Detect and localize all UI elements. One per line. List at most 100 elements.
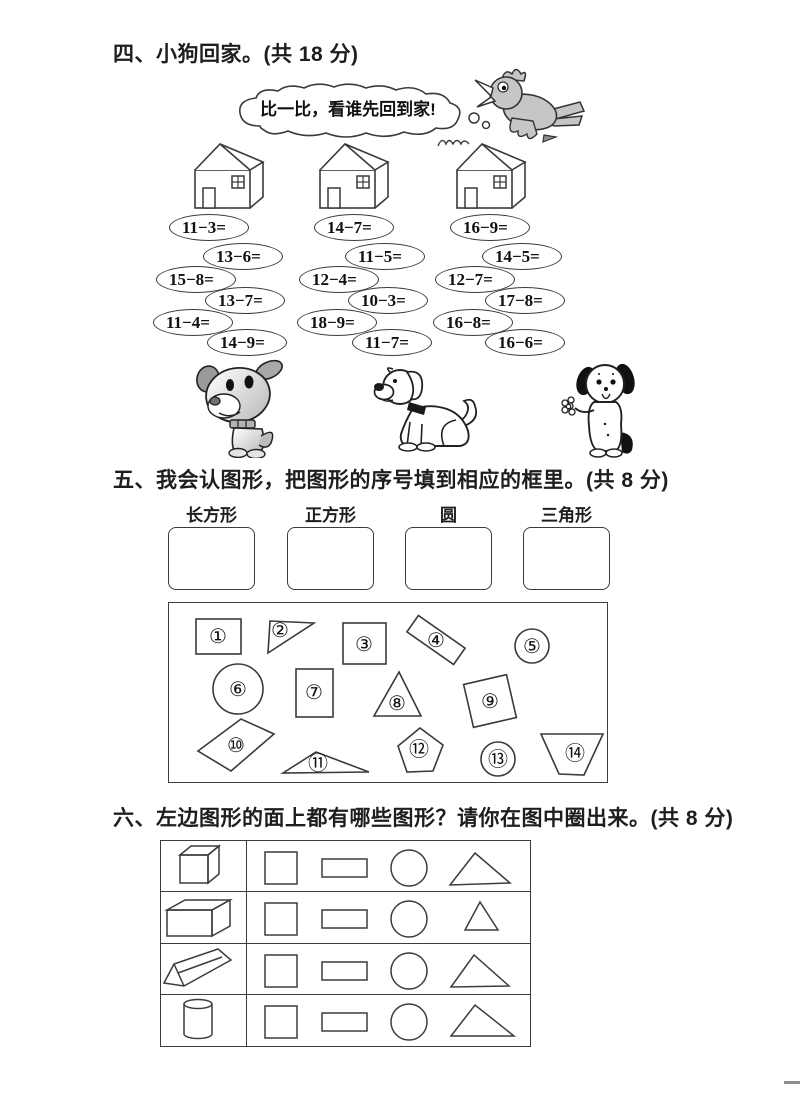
speech-bubble: 比一比，看谁先回到家! bbox=[226, 82, 496, 142]
flower-icon bbox=[561, 396, 576, 416]
option-square bbox=[263, 902, 298, 937]
page-edge-mark bbox=[784, 1081, 800, 1084]
shape-collection-drawing bbox=[195, 614, 605, 777]
cuboid-icon bbox=[163, 899, 233, 938]
house-icon bbox=[194, 143, 265, 209]
shape-number: ⑦ bbox=[305, 680, 323, 704]
equation-oval: 11−5= bbox=[345, 243, 425, 270]
option-triangle bbox=[463, 900, 499, 932]
house-icon bbox=[319, 143, 390, 209]
table-cell-options bbox=[247, 892, 530, 944]
cube-icon bbox=[177, 844, 221, 885]
answer-box-circle bbox=[405, 527, 492, 590]
answer-box-triangle bbox=[523, 527, 610, 590]
shape-number: ⑪ bbox=[308, 751, 328, 775]
table-cell-options bbox=[247, 841, 530, 893]
shape-number: ⑧ bbox=[388, 691, 406, 715]
option-square bbox=[263, 1005, 298, 1040]
option-rectangle bbox=[320, 1012, 368, 1033]
option-triangle bbox=[449, 953, 511, 988]
equation-oval: 14−9= bbox=[207, 329, 287, 356]
solids-table bbox=[160, 840, 531, 1047]
answer-box-square bbox=[287, 527, 374, 590]
equation-oval: 13−6= bbox=[203, 243, 283, 270]
equation-oval: 14−5= bbox=[482, 243, 562, 270]
shape-5-circle bbox=[514, 628, 550, 664]
shape-number: ⑥ bbox=[229, 677, 247, 701]
section5-title: 五、我会认图形，把图形的序号填到相应的框里。(共 8 分) bbox=[113, 469, 669, 492]
equation-oval: 11−3= bbox=[169, 214, 249, 241]
option-rectangle bbox=[320, 960, 368, 981]
equation-oval: 11−7= bbox=[352, 329, 432, 356]
shape-11-triangle bbox=[280, 751, 370, 774]
table-cell-cube bbox=[161, 841, 247, 893]
equation-oval: 12−7= bbox=[435, 266, 515, 293]
options-row-1 bbox=[263, 849, 512, 887]
equation-oval: 11−4= bbox=[153, 309, 233, 336]
flower-puppy-icon bbox=[561, 363, 635, 458]
equation-oval: 13−7= bbox=[205, 287, 285, 314]
label-circle: 圆 bbox=[440, 506, 457, 525]
table-cell-cylinder bbox=[161, 994, 247, 1046]
shape-9-tilted-square bbox=[462, 673, 518, 729]
cylinder-icon bbox=[182, 999, 213, 1040]
options-row-3 bbox=[263, 951, 511, 990]
equation-oval: 10−3= bbox=[348, 287, 428, 314]
label-triangle: 三角形 bbox=[541, 506, 592, 525]
shape-1-rectangle bbox=[195, 618, 242, 655]
shape-number: ⑨ bbox=[481, 689, 499, 713]
shape-2-triangle bbox=[267, 620, 317, 655]
sitting-dog-icon bbox=[373, 367, 478, 452]
motion-squiggle-icon bbox=[437, 139, 470, 147]
equation-oval: 12−4= bbox=[299, 266, 379, 293]
table-cell-cuboid bbox=[161, 892, 247, 944]
shape-6-circle bbox=[212, 663, 264, 715]
table-cell-options bbox=[247, 995, 530, 1046]
speech-bubble-cloud bbox=[239, 83, 491, 138]
answer-box-rectangle bbox=[168, 527, 255, 590]
label-square: 正方形 bbox=[305, 506, 356, 525]
shape-number: ⑩ bbox=[227, 733, 245, 757]
shape-number: ⑫ bbox=[409, 737, 429, 761]
pencil-icon bbox=[162, 947, 232, 987]
equation-oval: 14−7= bbox=[314, 214, 394, 241]
shape-12-pentagon bbox=[397, 726, 444, 773]
options-row-4 bbox=[263, 1003, 516, 1042]
option-triangle bbox=[447, 852, 512, 886]
option-circle bbox=[389, 951, 428, 990]
shape-collection-box: ① ② ③ ④ ⑤ ⑥ ⑦ ⑧ ⑨ ⑩ ⑪ ⑫ ⑬ ⑭ bbox=[168, 602, 608, 783]
equation-oval: 16−8= bbox=[433, 309, 513, 336]
shape-number: ③ bbox=[355, 632, 373, 656]
house-icon bbox=[456, 143, 527, 209]
shape-number: ② bbox=[271, 618, 289, 642]
option-circle bbox=[389, 900, 428, 939]
gray-puppy-icon bbox=[196, 359, 283, 458]
shape-7-rectangle bbox=[295, 668, 334, 718]
shape-number: ④ bbox=[427, 628, 445, 652]
shape-3-square bbox=[342, 622, 387, 665]
option-rectangle bbox=[320, 909, 368, 930]
bird-icon bbox=[474, 68, 586, 143]
equation-oval: 17−8= bbox=[485, 287, 565, 314]
option-square bbox=[263, 851, 298, 885]
section4-title: 四、小狗回家。(共 18 分) bbox=[113, 43, 359, 66]
equation-oval: 16−9= bbox=[450, 214, 530, 241]
option-triangle bbox=[448, 1004, 516, 1038]
equation-oval: 15−8= bbox=[156, 266, 236, 293]
shape-number: ⑤ bbox=[523, 634, 541, 658]
shape-4-tilted-rectangle bbox=[405, 614, 467, 666]
shape-number: ⑭ bbox=[565, 741, 585, 765]
shape-13-circle bbox=[480, 741, 516, 777]
shape-10-parallelogram bbox=[196, 718, 276, 772]
shape-number: ⑬ bbox=[488, 747, 508, 771]
label-rectangle: 长方形 bbox=[186, 506, 237, 525]
option-square bbox=[263, 953, 298, 988]
shape-14-trapezoid bbox=[539, 733, 605, 776]
shape-8-triangle bbox=[372, 670, 423, 717]
option-circle bbox=[389, 849, 428, 887]
options-row-2 bbox=[263, 900, 499, 939]
option-rectangle bbox=[320, 858, 368, 878]
equation-oval: 16−6= bbox=[485, 329, 565, 356]
shape-number: ① bbox=[209, 624, 227, 648]
